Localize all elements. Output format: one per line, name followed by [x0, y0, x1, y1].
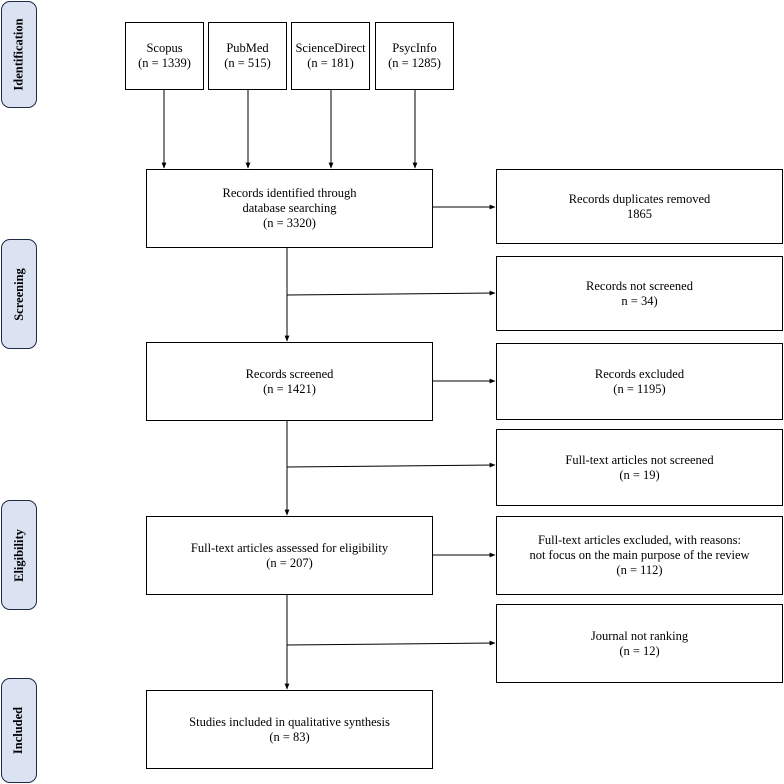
journal-not-ranking-count: (n = 12) — [619, 643, 660, 658]
fulltext-excluded-reason: not focus on the main purpose of the rev… — [529, 548, 750, 562]
duplicates-removed-label: Records duplicates removed — [568, 191, 711, 206]
source-box-pubmed: PubMed (n = 515) — [208, 22, 287, 90]
records-identified-count: (n = 3320) — [263, 216, 316, 230]
records-screened-count: (n = 1421) — [263, 381, 316, 396]
records-screened-label: Records screened — [245, 366, 334, 381]
source-box-psycinfo: PsycInfo (n = 1285) — [375, 22, 454, 90]
stage-label-included: Included — [1, 678, 37, 783]
arrow-to-not-screened — [286, 290, 496, 296]
source-count: (n = 1285) — [388, 56, 441, 70]
fulltext-not-screened-label: Full-text articles not screened — [565, 452, 714, 467]
duplicates-removed-count: 1865 — [627, 206, 652, 221]
source-box-sciencedirect: ScienceDirect (n = 181) — [291, 22, 370, 90]
source-box-scopus: Scopus (n = 1339) — [125, 22, 204, 90]
records-excluded-count: (n = 1195) — [613, 381, 666, 396]
journal-not-ranking-box: Journal not ranking (n = 12) — [496, 604, 783, 683]
records-not-screened-count: n = 34) — [621, 293, 658, 308]
fulltext-excluded-count: (n = 112) — [616, 563, 663, 577]
source-name: ScienceDirect — [295, 41, 366, 55]
source-count: (n = 515) — [224, 56, 271, 70]
records-not-screened-label: Records not screened — [586, 278, 693, 293]
records-excluded-label: Records excluded — [594, 366, 685, 381]
studies-included-box: Studies included in qualitative synthesi… — [146, 690, 433, 769]
source-count: (n = 1339) — [138, 56, 191, 70]
arrow-to-fulltext-not-screened — [286, 462, 496, 468]
fulltext-excluded-box: Full-text articles excluded, with reason… — [496, 516, 783, 595]
records-identified-line1: Records identified through — [222, 186, 357, 200]
fulltext-not-screened-box: Full-text articles not screened (n = 19) — [496, 429, 783, 506]
studies-included-count: (n = 83) — [269, 729, 310, 744]
source-count: (n = 181) — [307, 56, 354, 70]
stage-label-eligibility: Eligibility — [1, 500, 37, 610]
duplicates-removed-box: Records duplicates removed 1865 — [496, 169, 783, 244]
stage-label-screening: Screening — [1, 239, 37, 349]
source-name: Scopus — [146, 41, 183, 55]
assessed-eligibility-label: Full-text articles assessed for eligibil… — [190, 540, 389, 555]
source-name: PubMed — [226, 41, 269, 55]
records-excluded-box: Records excluded (n = 1195) — [496, 343, 783, 420]
records-screened-box: Records screened (n = 1421) — [146, 342, 433, 421]
studies-included-label: Studies included in qualitative synthesi… — [189, 714, 390, 729]
records-identified-line2: database searching — [242, 201, 337, 215]
source-name: PsycInfo — [392, 41, 437, 55]
arrow-to-journal-not-ranking — [286, 640, 496, 646]
journal-not-ranking-label: Journal not ranking — [590, 628, 689, 643]
fulltext-not-screened-count: (n = 19) — [619, 467, 660, 482]
assessed-eligibility-box: Full-text articles assessed for eligibil… — [146, 516, 433, 595]
records-not-screened-box: Records not screened n = 34) — [496, 256, 783, 331]
fulltext-excluded-label: Full-text articles excluded, with reason… — [537, 533, 742, 547]
records-identified-box: Records identified through database sear… — [146, 169, 433, 248]
stage-label-identification: Identification — [1, 1, 37, 108]
assessed-eligibility-count: (n = 207) — [266, 555, 313, 570]
